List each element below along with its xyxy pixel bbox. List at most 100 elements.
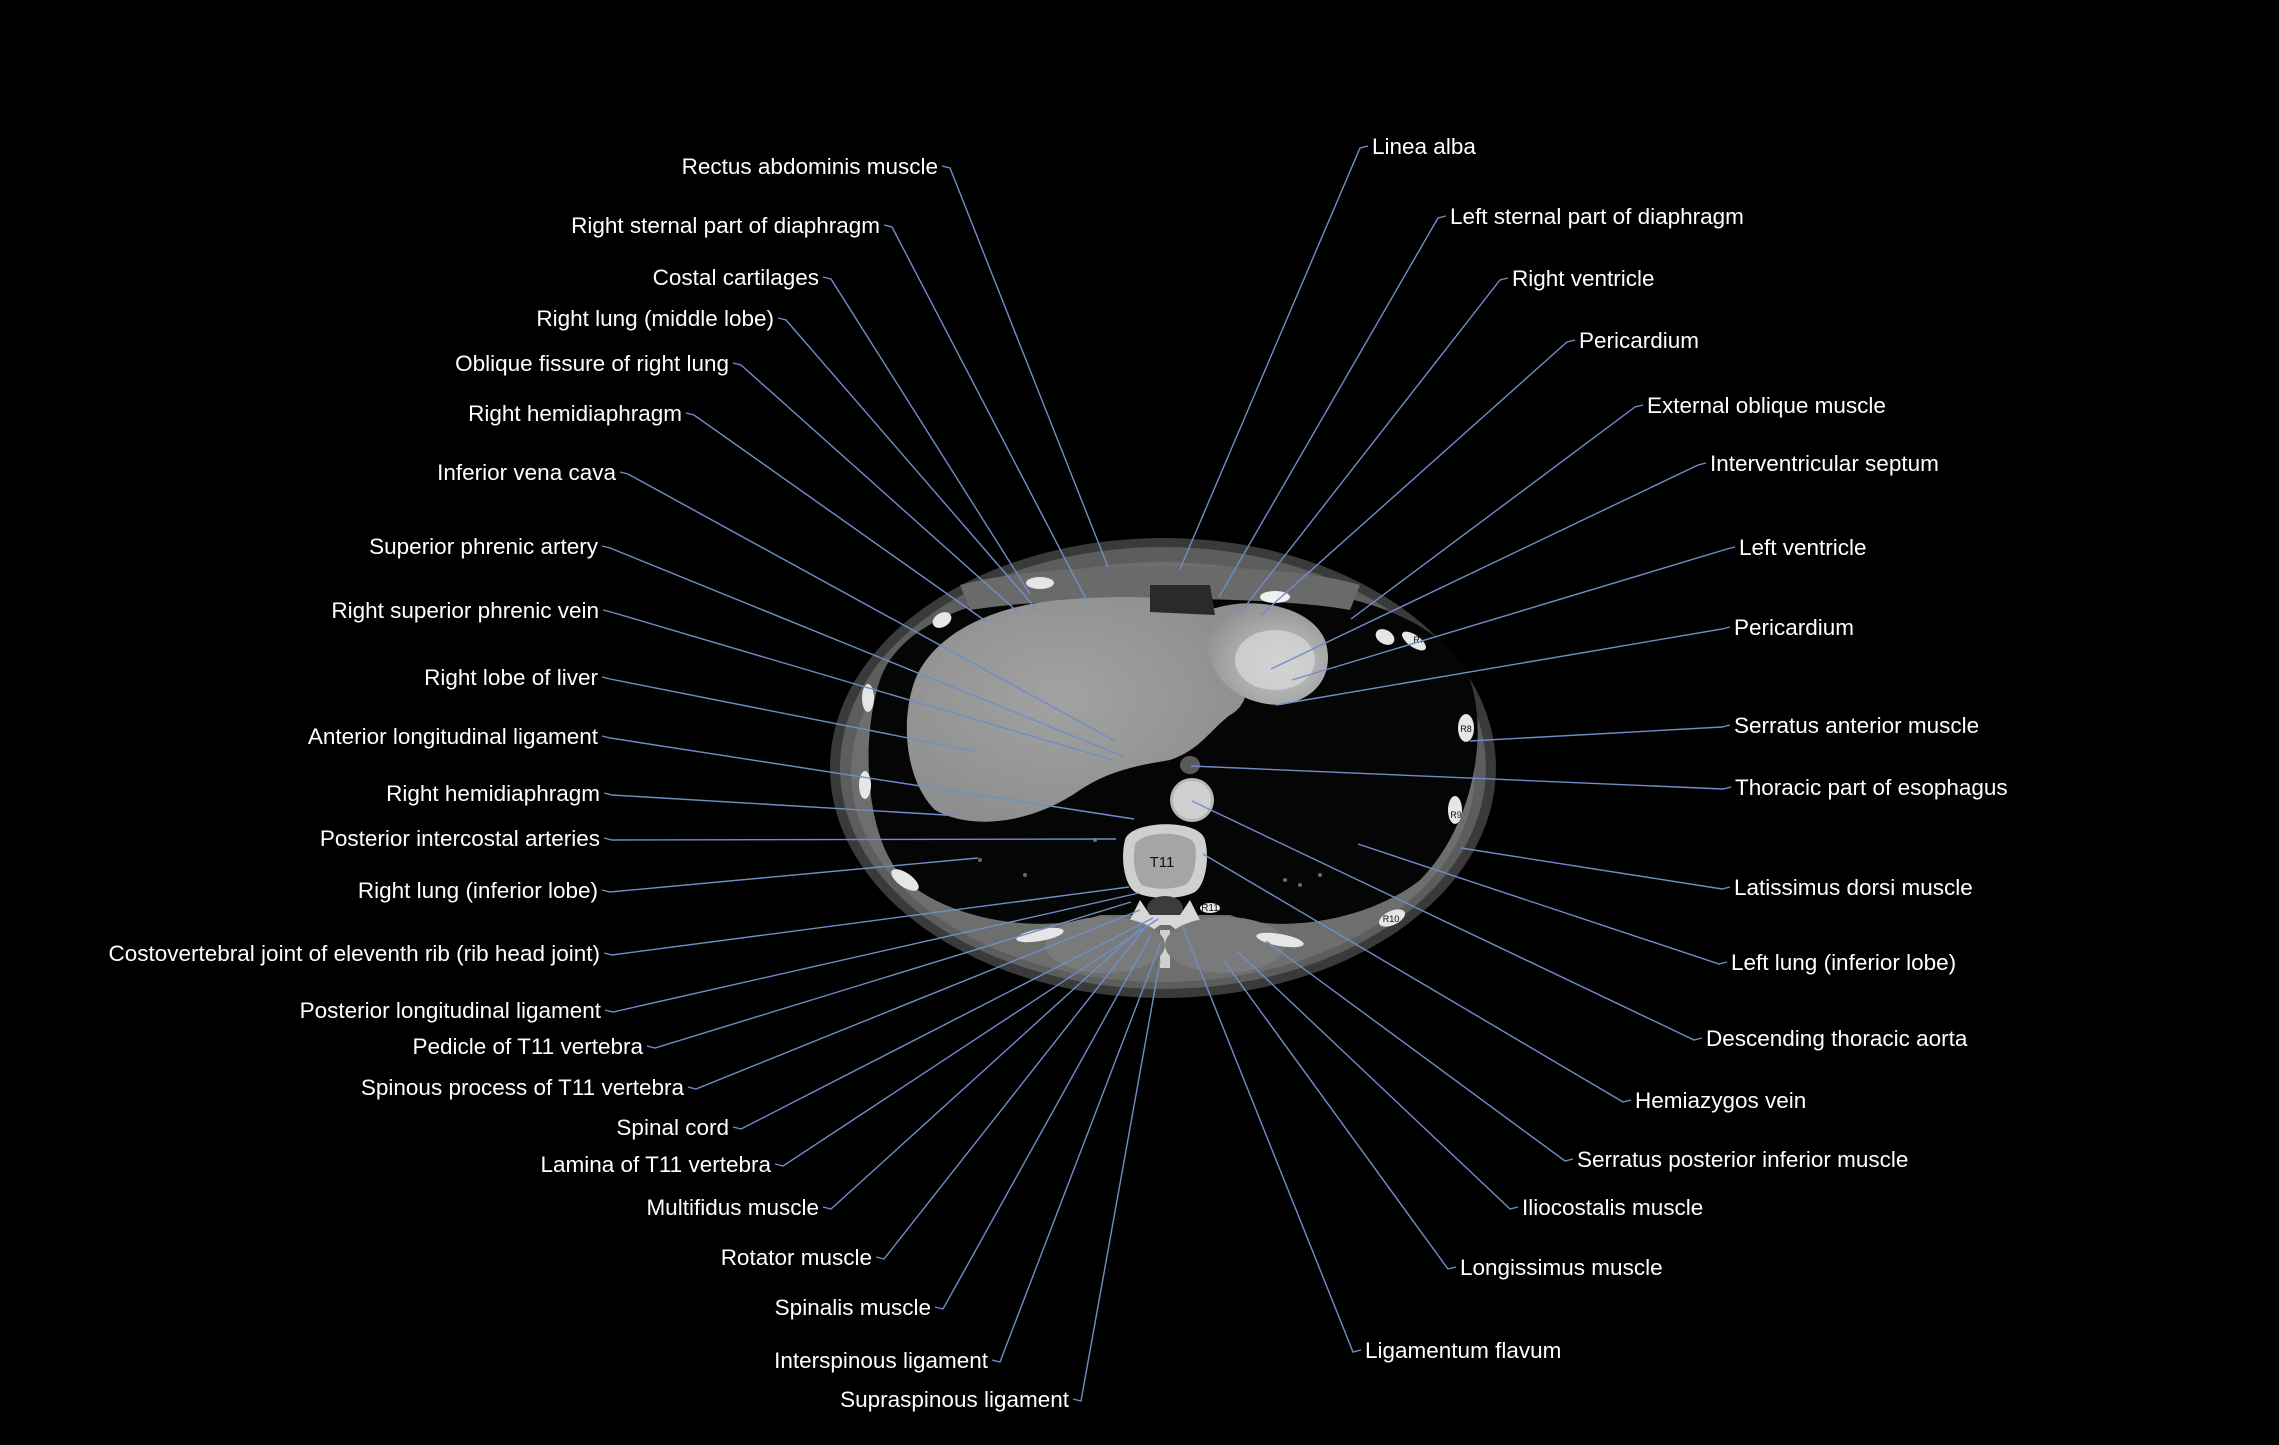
leader-iliocostalis-muscle	[1236, 950, 1519, 1210]
label-right-lung-inferior-lobe: Right lung (inferior lobe)	[358, 878, 598, 903]
leader-latissimus-dorsi-muscle	[1460, 847, 1731, 890]
leader-superior-phrenic-artery	[601, 545, 1126, 758]
paraspinal-left	[1165, 917, 1285, 973]
rib-label-r7: R7	[1413, 635, 1425, 645]
label-spinous-process-of-t11: Spinous process of T11 vertebra	[361, 1075, 685, 1100]
label-right-lung-middle-lobe: Right lung (middle lobe)	[536, 306, 774, 331]
label-spinal-cord: Spinal cord	[616, 1115, 729, 1140]
paraspinal-right	[1045, 917, 1165, 973]
label-left-lung-inferior-lobe: Left lung (inferior lobe)	[1731, 950, 1956, 975]
leader-pericardium-lower	[1275, 626, 1731, 706]
leader-inferior-vena-cava	[619, 471, 1116, 742]
leader-left-sternal-part-of-diaphragm	[1218, 215, 1447, 598]
leader-costal-cartilages	[822, 276, 1031, 595]
leader-spinalis-muscle	[934, 934, 1152, 1310]
leader-right-lung-middle-lobe	[777, 317, 1039, 612]
ribs	[859, 577, 1474, 948]
leader-thoracic-part-of-esophagus	[1190, 765, 1732, 790]
leader-right-lobe-of-liver	[601, 676, 980, 753]
label-right-superior-phrenic-vein: Right superior phrenic vein	[331, 598, 599, 623]
label-serratus-anterior-muscle: Serratus anterior muscle	[1734, 713, 1979, 738]
label-multifidus-muscle: Multifidus muscle	[646, 1195, 819, 1220]
leader-interventricular-septum	[1270, 462, 1707, 670]
rib-label-r8: R8	[1460, 724, 1472, 734]
label-right-lobe-of-liver: Right lobe of liver	[424, 665, 598, 690]
leader-right-sternal-part-of-diaphragm	[883, 224, 1088, 602]
leader-right-lung-inferior-lobe	[601, 857, 979, 893]
label-costovertebral-joint: Costovertebral joint of eleventh rib (ri…	[108, 941, 600, 966]
leader-costovertebral-joint	[603, 886, 1130, 956]
leader-serratus-posterior-inferior-muscle	[1265, 940, 1574, 1162]
label-superior-phrenic-artery: Superior phrenic artery	[369, 534, 599, 559]
leader-supraspinous-ligament	[1072, 960, 1161, 1402]
rib-label-r10: R10	[1383, 914, 1400, 924]
rib-label-r9: R9	[1450, 810, 1462, 820]
left-ventricle-shape	[1235, 630, 1315, 690]
label-interventricular-septum: Interventricular septum	[1710, 451, 1939, 476]
label-right-sternal-part-of-diaphragm: Right sternal part of diaphragm	[571, 213, 880, 238]
label-pericardium-upper: Pericardium	[1579, 328, 1699, 353]
leader-linea-alba	[1179, 145, 1369, 570]
leader-right-hemidiaphragm-upper	[685, 412, 988, 623]
label-rotator-muscle: Rotator muscle	[721, 1245, 872, 1270]
label-hemiazygos-vein: Hemiazygos vein	[1635, 1088, 1806, 1113]
label-iliocostalis-muscle: Iliocostalis muscle	[1522, 1195, 1703, 1220]
spinous-process	[1160, 930, 1170, 968]
leader-rotator-muscle	[875, 924, 1148, 1260]
leader-left-lung-inferior-lobe	[1357, 843, 1728, 965]
label-thoracic-part-of-esophagus: Thoracic part of esophagus	[1735, 775, 2008, 800]
leader-pericardium-upper	[1260, 339, 1576, 616]
label-longissimus-muscle: Longissimus muscle	[1460, 1255, 1663, 1280]
label-interspinous-ligament: Interspinous ligament	[774, 1348, 989, 1373]
leader-interspinous-ligament	[991, 941, 1162, 1363]
label-right-hemidiaphragm-upper: Right hemidiaphragm	[468, 401, 682, 426]
label-posterior-intercostal-arteries: Posterior intercostal arteries	[320, 826, 600, 851]
label-left-sternal-part-of-diaphragm: Left sternal part of diaphragm	[1450, 204, 1744, 229]
label-right-hemidiaphragm-lower: Right hemidiaphragm	[386, 781, 600, 806]
label-descending-thoracic-aorta: Descending thoracic aorta	[1706, 1026, 1968, 1051]
label-spinalis-muscle: Spinalis muscle	[775, 1295, 931, 1320]
leader-lines	[601, 145, 1736, 1402]
leader-multifidus-muscle	[822, 927, 1142, 1210]
leader-left-ventricle	[1291, 546, 1736, 681]
label-serratus-posterior-inferior-muscle: Serratus posterior inferior muscle	[1577, 1147, 1908, 1172]
label-posterior-longitudinal-ligament: Posterior longitudinal ligament	[300, 998, 602, 1023]
leader-spinal-cord	[732, 917, 1154, 1130]
label-inferior-vena-cava: Inferior vena cava	[437, 460, 616, 485]
leader-posterior-intercostal-arteries	[603, 837, 1117, 841]
leader-right-superior-phrenic-vein	[602, 609, 1117, 762]
leader-ligamentum-flavum	[1181, 924, 1362, 1353]
leader-longissimus-muscle	[1223, 960, 1457, 1270]
leader-right-ventricle	[1239, 277, 1509, 614]
label-rectus-abdominis-muscle: Rectus abdominis muscle	[682, 154, 938, 179]
label-lamina-of-t11: Lamina of T11 vertebra	[540, 1152, 771, 1177]
leader-oblique-fissure-of-right-lung	[732, 362, 1021, 615]
leader-rectus-abdominis-muscle	[941, 165, 1109, 568]
leader-descending-thoracic-aorta	[1191, 800, 1703, 1041]
label-costal-cartilages: Costal cartilages	[653, 265, 819, 290]
leader-pedicle-of-t11	[646, 901, 1132, 1049]
label-left-ventricle: Left ventricle	[1739, 535, 1867, 560]
label-supraspinous-ligament: Supraspinous ligament	[840, 1387, 1070, 1412]
leader-lamina-of-t11	[774, 918, 1159, 1167]
ct-axial-slice: T11 R7 R8 R9 R10 R11	[830, 538, 1496, 998]
esophagus-shape	[1180, 756, 1200, 774]
label-right-ventricle: Right ventricle	[1512, 266, 1655, 291]
label-latissimus-dorsi-muscle: Latissimus dorsi muscle	[1734, 875, 1973, 900]
label-pedicle-of-t11: Pedicle of T11 vertebra	[412, 1034, 643, 1059]
leader-external-oblique-muscle	[1350, 404, 1644, 620]
label-pericardium-lower: Pericardium	[1734, 615, 1854, 640]
spinal-canal	[1147, 896, 1183, 920]
pericardial-fat	[1150, 585, 1215, 615]
leader-serratus-anterior-muscle	[1469, 724, 1731, 742]
leader-anterior-longitudinal-ligament	[601, 735, 1135, 820]
leader-hemiazygos-vein	[1202, 853, 1632, 1103]
label-ligamentum-flavum: Ligamentum flavum	[1365, 1338, 1561, 1363]
leader-right-hemidiaphragm-lower	[603, 792, 963, 817]
vertebra-label: T11	[1150, 854, 1175, 871]
label-oblique-fissure-of-right-lung: Oblique fissure of right lung	[455, 351, 729, 376]
rib-label-r11: R11	[1201, 903, 1219, 914]
label-linea-alba: Linea alba	[1372, 134, 1476, 159]
